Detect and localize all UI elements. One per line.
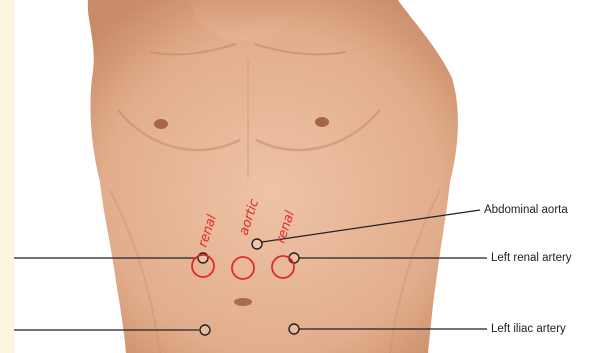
target-abdominal-aorta bbox=[252, 239, 262, 249]
label-left-iliac-artery: Left iliac artery bbox=[491, 322, 566, 336]
target-left-iliac bbox=[289, 324, 299, 334]
label-left-renal-artery: Left renal artery bbox=[491, 251, 572, 265]
torso-body bbox=[88, 0, 458, 353]
label-abdominal-aorta: Abdominal aorta bbox=[484, 203, 568, 217]
torso bbox=[88, 0, 458, 353]
nipple-right bbox=[315, 117, 329, 127]
target-right-iliac bbox=[200, 325, 210, 335]
nipple-left bbox=[154, 119, 168, 129]
navel bbox=[234, 298, 252, 306]
